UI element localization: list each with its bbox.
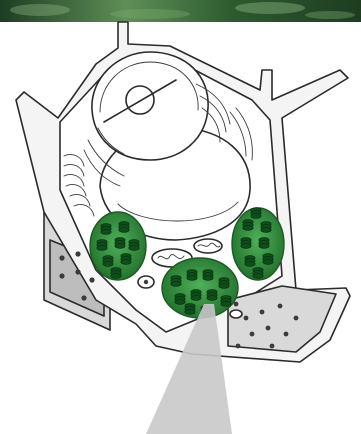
chloroplast-front bbox=[162, 258, 238, 318]
granum-stack bbox=[171, 276, 181, 287]
chloroplast-left bbox=[90, 212, 146, 280]
nucleolus bbox=[126, 86, 154, 114]
granum-stack bbox=[263, 254, 273, 265]
granum-stack bbox=[97, 240, 107, 251]
granum-stack bbox=[207, 290, 217, 301]
granum-stack bbox=[191, 290, 201, 301]
granum-stack bbox=[251, 208, 261, 219]
granum-stack bbox=[241, 238, 251, 249]
granum-stack bbox=[115, 238, 125, 249]
granum-stack bbox=[129, 240, 139, 251]
granum-stack bbox=[261, 222, 271, 233]
granum-stack bbox=[245, 256, 255, 267]
granum-stack bbox=[253, 268, 263, 279]
granum-stack bbox=[259, 238, 269, 249]
granum-stack bbox=[203, 270, 213, 281]
granum-stack bbox=[119, 222, 129, 233]
granum-stack bbox=[103, 256, 113, 267]
granum-stack bbox=[185, 304, 195, 315]
granum-stack bbox=[175, 294, 185, 305]
granum-stack bbox=[101, 224, 111, 235]
granum-stack bbox=[243, 220, 253, 231]
granum-stack bbox=[219, 278, 229, 289]
granum-stack bbox=[187, 270, 197, 281]
cell-membrane-junction bbox=[230, 310, 242, 318]
granum-stack bbox=[111, 268, 121, 279]
chloroplast-right bbox=[232, 208, 284, 280]
granum-stack bbox=[121, 254, 131, 265]
granum-stack bbox=[221, 296, 231, 307]
